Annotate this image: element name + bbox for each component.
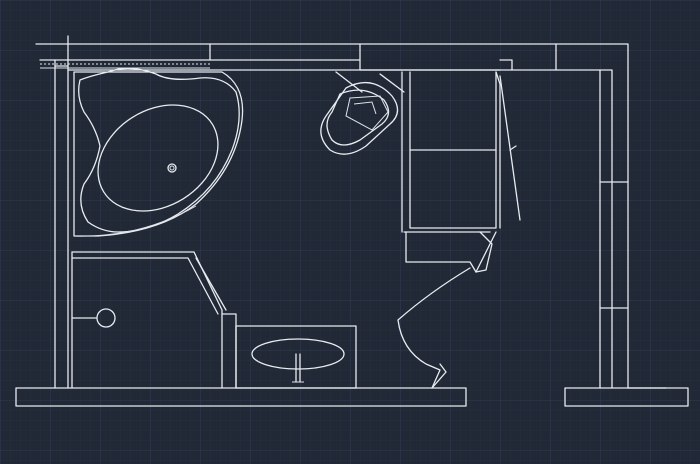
toilet: [320, 71, 405, 155]
walls: [15, 35, 689, 407]
closet: [397, 71, 521, 389]
shower-enclosure: [71, 251, 237, 389]
corner-bathtub: [73, 67, 244, 237]
sink-basin: [251, 338, 345, 370]
shower-valve: [96, 308, 116, 328]
vanity-sink: [235, 325, 357, 389]
bathtub-drain: [167, 163, 177, 173]
